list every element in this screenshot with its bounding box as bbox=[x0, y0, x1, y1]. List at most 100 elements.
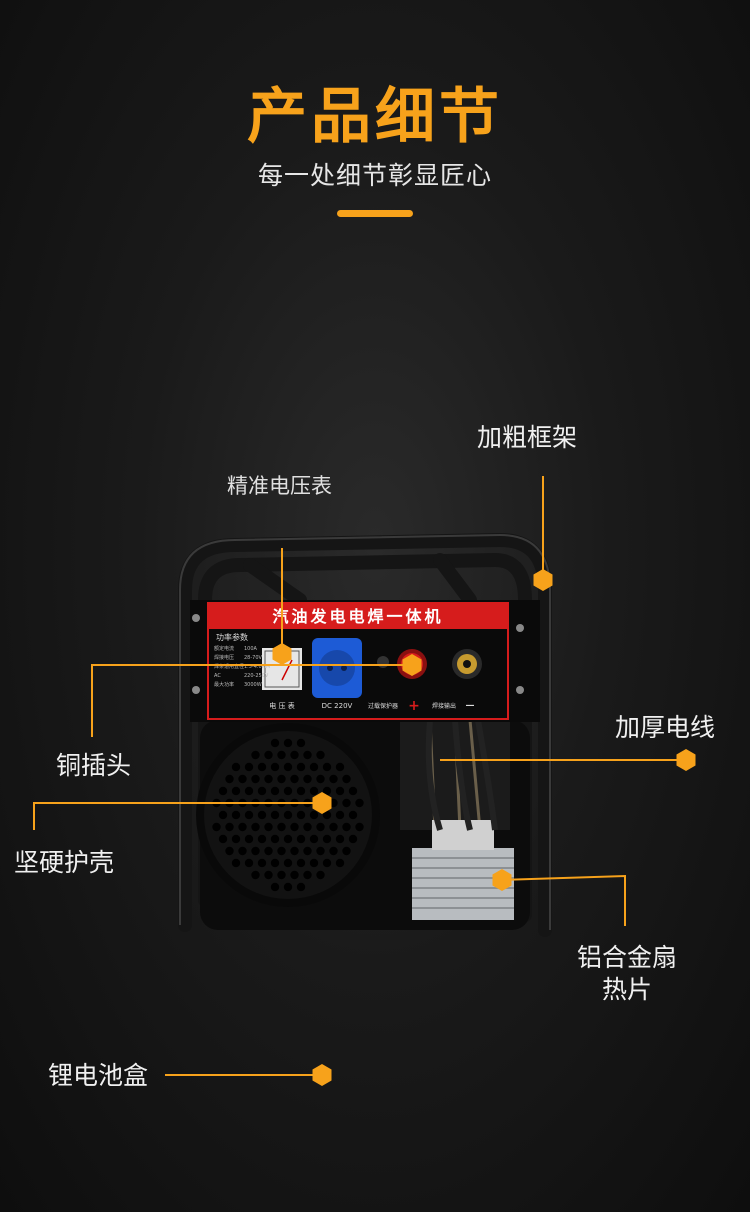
vent-hole bbox=[296, 834, 306, 844]
vent-hole bbox=[231, 762, 241, 772]
marker-heatsink bbox=[492, 869, 512, 891]
vent-hole bbox=[335, 858, 345, 868]
vent-hole bbox=[335, 810, 345, 820]
vent-hole bbox=[251, 750, 260, 760]
callout-frame: 加粗框架 bbox=[477, 423, 578, 452]
vent-hole bbox=[342, 798, 351, 808]
param-value: 1.5-4.0MM bbox=[244, 664, 270, 670]
breaker bbox=[377, 656, 389, 668]
vent-hole bbox=[257, 762, 267, 772]
vent-hole bbox=[277, 822, 286, 832]
param-value: 28-70V bbox=[244, 655, 263, 661]
vent-hole bbox=[290, 774, 299, 784]
vent-hole bbox=[225, 774, 234, 784]
vent-hole bbox=[296, 762, 306, 772]
vent-hole bbox=[309, 810, 319, 820]
vent-hole bbox=[335, 786, 345, 796]
title-underline bbox=[337, 210, 413, 217]
vent-hole bbox=[251, 870, 260, 880]
vent-hole bbox=[303, 822, 312, 832]
vent-hole bbox=[218, 834, 228, 844]
vent-hole bbox=[329, 846, 338, 856]
page-title: 产品细节 bbox=[247, 82, 503, 152]
vent-hole bbox=[283, 858, 293, 868]
callout-heatsink-line1: 铝合金扇 bbox=[576, 943, 677, 972]
vent-hole bbox=[270, 762, 280, 772]
vent-hole bbox=[238, 846, 247, 856]
vent-hole bbox=[283, 762, 293, 772]
dc-caption: DC 220V bbox=[322, 702, 353, 710]
callout-lines bbox=[33, 476, 686, 1076]
param-value: 220-250V bbox=[244, 673, 269, 679]
vent-hole bbox=[329, 822, 338, 832]
callout-heatsink-line2: 热片 bbox=[601, 975, 652, 1004]
vent-hole bbox=[355, 798, 364, 808]
vent-hole bbox=[264, 846, 273, 856]
vent-hole bbox=[264, 774, 273, 784]
vent-hole bbox=[290, 750, 299, 760]
callout-markers bbox=[272, 569, 696, 1086]
vent-hole bbox=[348, 786, 358, 796]
leader-hard-shell bbox=[33, 802, 322, 830]
vent-hole bbox=[270, 834, 280, 844]
callout-battery-box: 锂电池盒 bbox=[48, 1061, 149, 1090]
vent-hole bbox=[296, 858, 306, 868]
vent-hole bbox=[303, 774, 312, 784]
vent-hole bbox=[283, 882, 293, 892]
vent-hole bbox=[348, 810, 358, 820]
breaker-caption: 过载保护器 bbox=[368, 702, 398, 710]
vent-hole bbox=[277, 846, 286, 856]
vent-hole bbox=[322, 834, 332, 844]
vent-hole bbox=[277, 774, 286, 784]
vent-hole bbox=[322, 810, 332, 820]
voltmeter-caption: 电 压 表 bbox=[269, 701, 294, 710]
leader-copper-plug bbox=[91, 664, 412, 737]
panel-title: 汽油发电电焊一体机 bbox=[272, 607, 443, 626]
vent-hole bbox=[303, 846, 312, 856]
vent-hole bbox=[283, 810, 293, 820]
vent-hole bbox=[309, 834, 319, 844]
vent-hole bbox=[270, 738, 280, 748]
vent-hole bbox=[270, 810, 280, 820]
vent-hole bbox=[342, 846, 351, 856]
param-label: 最大功率 bbox=[214, 681, 234, 688]
vent-hole bbox=[316, 750, 325, 760]
params-heading: 功率参数 bbox=[216, 632, 248, 642]
marker-voltmeter bbox=[272, 643, 292, 665]
vent-hole bbox=[264, 822, 273, 832]
vent-hole bbox=[309, 858, 319, 868]
minus-sign: — bbox=[466, 701, 475, 711]
marker-hard-shell bbox=[312, 792, 332, 814]
param-label: 焊条适用直径 bbox=[214, 663, 244, 670]
vent-hole bbox=[348, 834, 358, 844]
vent-hole bbox=[296, 882, 306, 892]
vent-hole bbox=[212, 822, 221, 832]
vent-hole bbox=[309, 762, 319, 772]
plus-sign: + bbox=[408, 698, 420, 714]
vent-hole bbox=[290, 846, 299, 856]
param-value: 3000W bbox=[244, 682, 262, 688]
leader-heatsink bbox=[501, 874, 626, 926]
vent-hole bbox=[342, 774, 351, 784]
vent-hole bbox=[316, 774, 325, 784]
callout-thick-wire: 加厚电线 bbox=[615, 713, 716, 742]
vent-hole bbox=[231, 834, 241, 844]
vent-hole bbox=[218, 810, 228, 820]
vent-hole bbox=[270, 882, 280, 892]
page-subtitle: 每一处细节彰显匠心 bbox=[257, 161, 492, 190]
vent-hole bbox=[251, 822, 260, 832]
vent-hole bbox=[283, 834, 293, 844]
vent-hole bbox=[322, 786, 332, 796]
vent-hole bbox=[231, 786, 241, 796]
vent-hole bbox=[251, 774, 260, 784]
param-label: AC bbox=[214, 673, 221, 679]
vent-hole bbox=[218, 786, 228, 796]
vent-hole bbox=[296, 810, 306, 820]
vent-hole bbox=[251, 846, 260, 856]
param-label: 额定电流 bbox=[214, 645, 234, 652]
vent-hole bbox=[329, 774, 338, 784]
vent-hole bbox=[270, 858, 280, 868]
vent-hole bbox=[296, 786, 306, 796]
